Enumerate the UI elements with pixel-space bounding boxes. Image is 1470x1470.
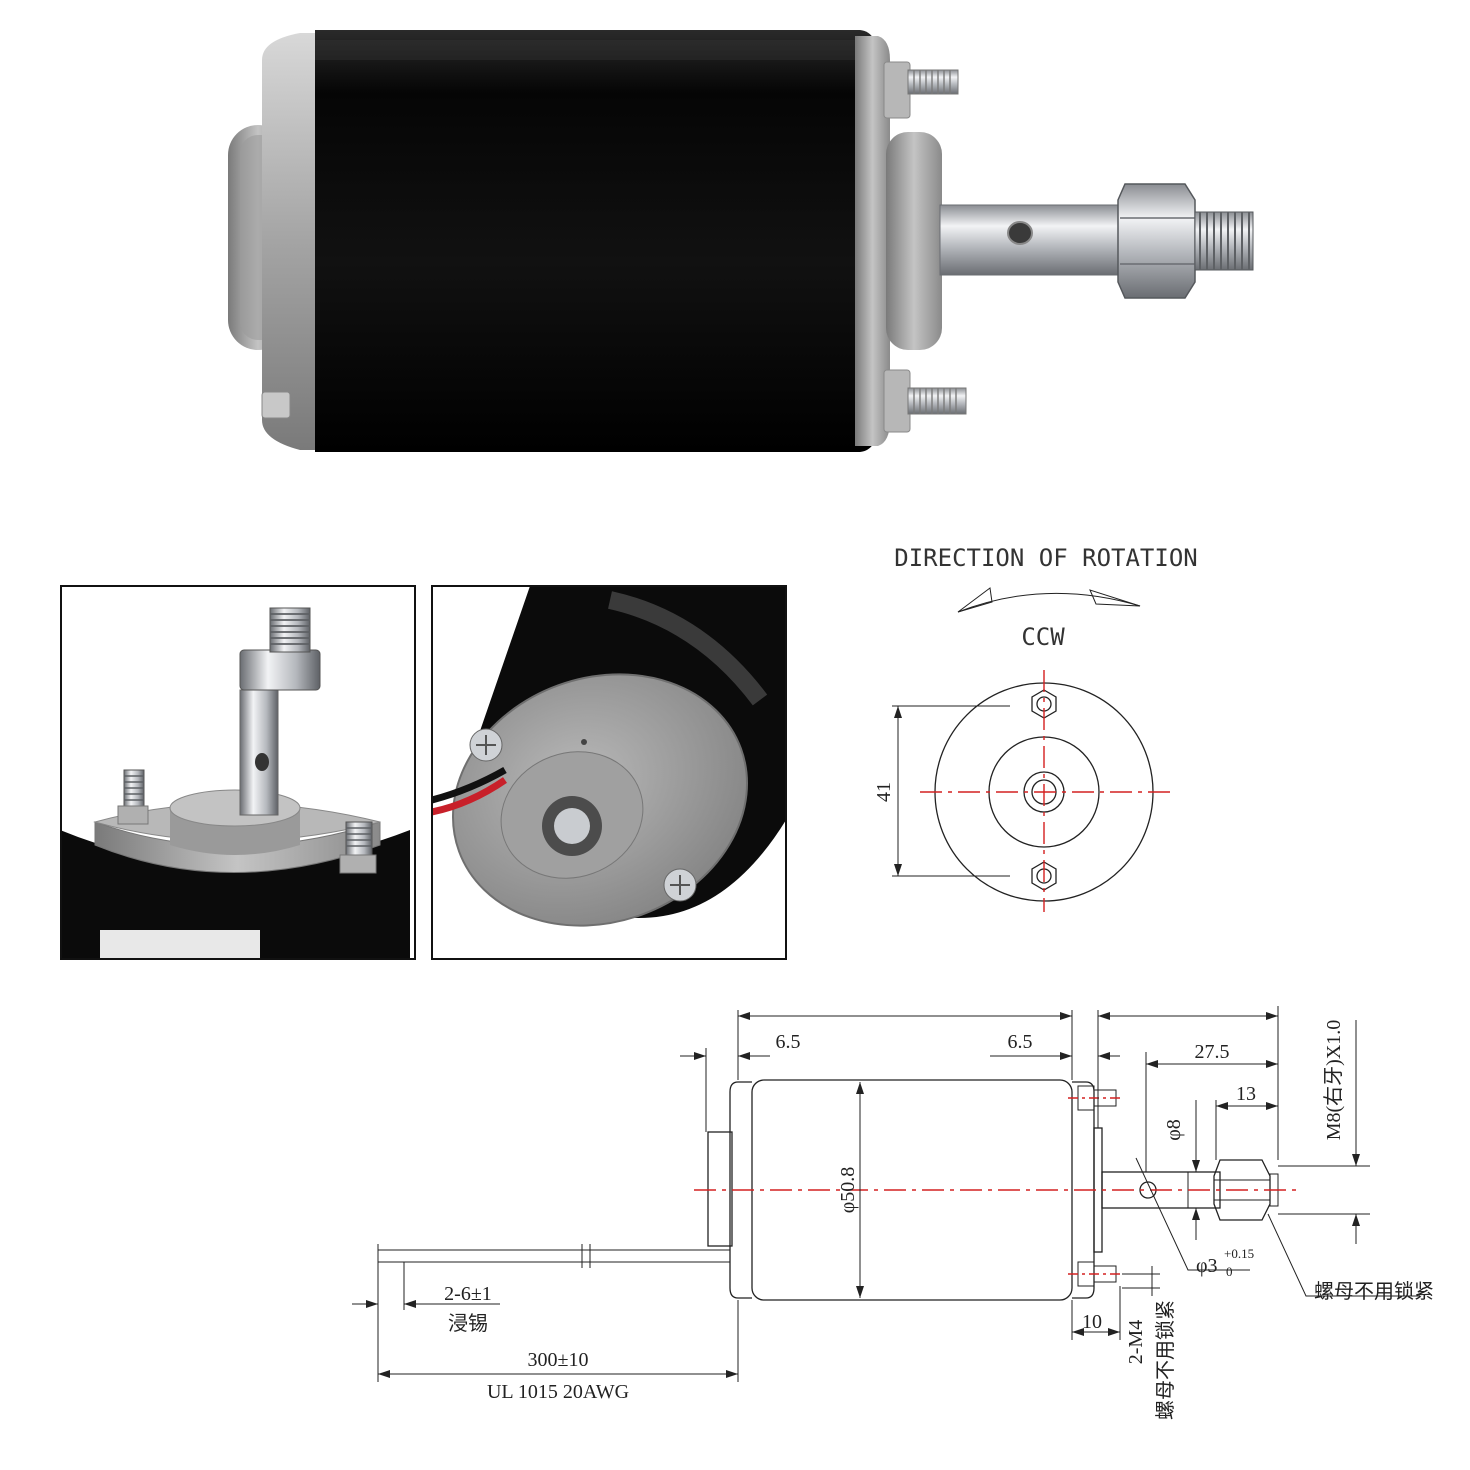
rotation-direction: CCW — [1021, 623, 1065, 651]
dim-hole-tol-lower: 0 — [1226, 1264, 1233, 1279]
note-nut-not-tight: 螺母不用锁紧 — [1314, 1280, 1434, 1303]
hex-nut — [1117, 183, 1196, 299]
shaft-cross-hole — [1007, 221, 1033, 245]
note-wire-spec: UL 1015 20AWG — [487, 1381, 629, 1403]
output-shaft — [939, 183, 1254, 299]
dim-hole-tol-upper: +0.15 — [1224, 1246, 1254, 1261]
rotation-arc — [957, 592, 1141, 613]
dim-stud-length: 10 — [1082, 1311, 1102, 1333]
inset-frame-b — [431, 585, 787, 960]
note-wire-strip: 浸锡 — [448, 1312, 488, 1335]
dim-height-41: 41 — [873, 782, 895, 802]
terminal-stud-bottom — [883, 369, 967, 433]
dim-body-diameter: φ50.8 — [837, 1167, 859, 1214]
dim-hole-diameter: φ3 — [1196, 1255, 1218, 1277]
dim-shaft-length: 27.5 — [1195, 1041, 1230, 1063]
dim-wire-strip: 2-6±1 — [444, 1283, 492, 1305]
rear-end-cap — [262, 33, 330, 450]
drawing-wires — [378, 1249, 730, 1263]
front-boss — [886, 132, 942, 350]
note-stud-not-tight: 螺母不用锁紧 — [1154, 1300, 1177, 1420]
front-end-cap — [855, 36, 890, 446]
inset-frame-a — [60, 585, 416, 960]
rotation-title: DIRECTION OF ROTATION — [894, 544, 1197, 572]
rotation-diagram: DIRECTION OF ROTATION CCW 41 — [873, 544, 1198, 912]
motor-photo — [228, 30, 1254, 452]
dim-wire-length: 300±10 — [528, 1349, 589, 1371]
side-drawing: φ50.8 6.5 6.5 27.5 13 φ8 M8(右牙)X1.0 — [352, 1006, 1434, 1420]
dim-right-offset: 6.5 — [1008, 1031, 1033, 1053]
inset-photo-rear-end — [431, 585, 787, 960]
terminal-stud-top — [883, 61, 959, 119]
dim-stud-spec: 2-M4 — [1125, 1320, 1147, 1364]
dim-left-offset: 6.5 — [776, 1031, 801, 1053]
inset-photo-shaft-end — [60, 585, 416, 960]
dim-shaft-diameter: φ8 — [1163, 1119, 1185, 1141]
dim-thread-length: 13 — [1236, 1083, 1256, 1105]
motor-body — [315, 30, 878, 452]
drawing-nut — [1213, 1159, 1271, 1221]
dim-thread-spec: M8(右牙)X1.0 — [1322, 1020, 1345, 1141]
